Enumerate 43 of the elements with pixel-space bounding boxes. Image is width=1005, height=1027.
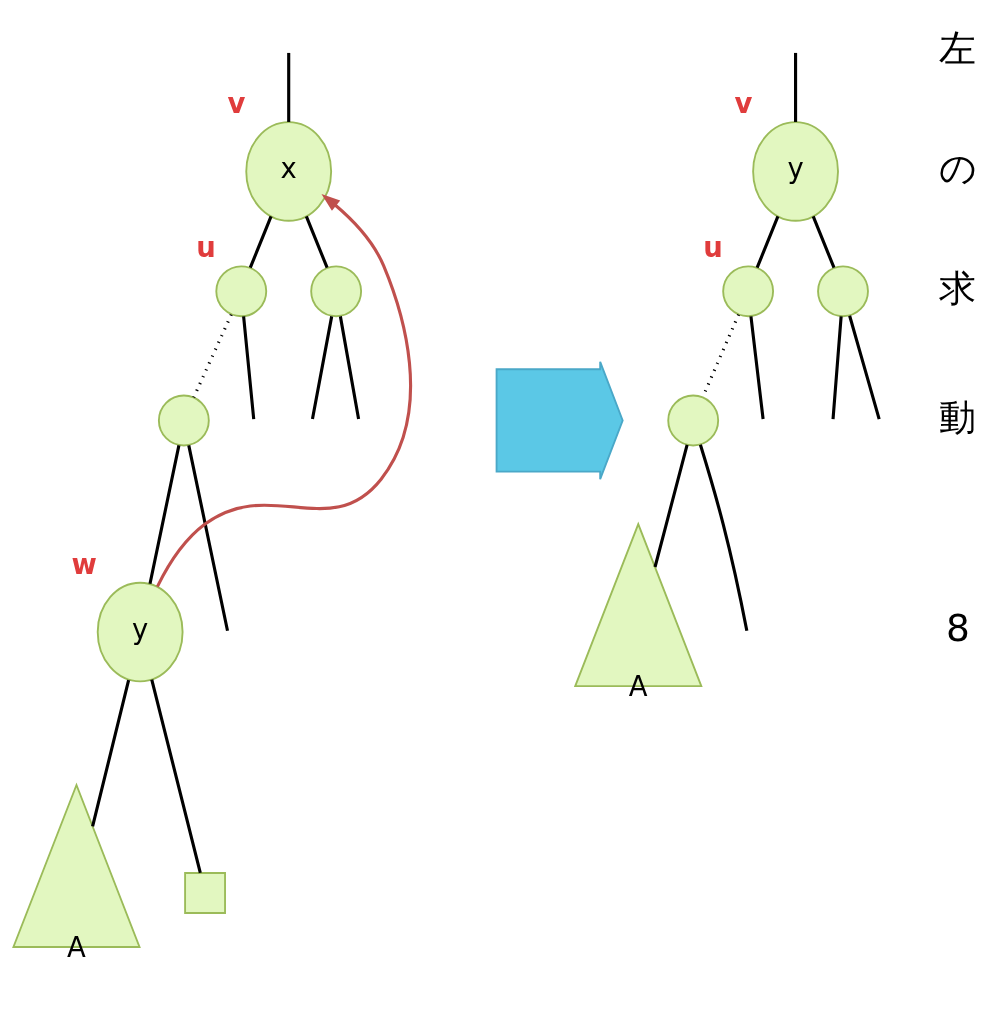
- node-ellipse: y: [96, 581, 184, 683]
- connector: [148, 445, 181, 585]
- connector: [304, 215, 329, 269]
- node-ellipse: x: [245, 121, 333, 222]
- connector: [794, 52, 798, 122]
- label: 左: [939, 25, 977, 70]
- connector: [242, 316, 256, 420]
- connector: [192, 313, 233, 399]
- node-circle: [667, 394, 720, 447]
- connector: [248, 215, 273, 269]
- connector: [91, 679, 131, 827]
- node-label: v: [734, 87, 753, 119]
- label: 求: [939, 265, 977, 310]
- connector: [187, 445, 230, 632]
- node-label: A: [67, 931, 86, 963]
- connector: [848, 315, 881, 420]
- label: 8: [945, 606, 970, 651]
- node-circle: [157, 394, 210, 447]
- node-label: u: [196, 232, 216, 264]
- node-arrow: [495, 360, 624, 481]
- node-circle: [817, 265, 869, 318]
- connector: [150, 679, 202, 874]
- connector: [287, 52, 291, 122]
- node-label: v: [227, 87, 246, 119]
- node-label: w: [71, 548, 97, 580]
- node-circle: [722, 265, 775, 318]
- node-label: u: [703, 232, 723, 264]
- node-label: A: [628, 670, 648, 702]
- label: 動: [939, 394, 977, 439]
- node-circle: [310, 265, 363, 318]
- connector: [831, 316, 843, 420]
- node-ellipse: y: [752, 121, 839, 222]
- connector: [338, 316, 361, 420]
- connector: [698, 444, 749, 631]
- node-circle: [215, 265, 268, 318]
- node-box: [184, 872, 226, 914]
- connector: [310, 316, 334, 420]
- connector: [811, 215, 836, 269]
- connector: [653, 444, 689, 568]
- connector: [749, 316, 765, 420]
- arrow: [156, 193, 413, 588]
- label: の: [938, 145, 977, 190]
- connector: [755, 215, 780, 269]
